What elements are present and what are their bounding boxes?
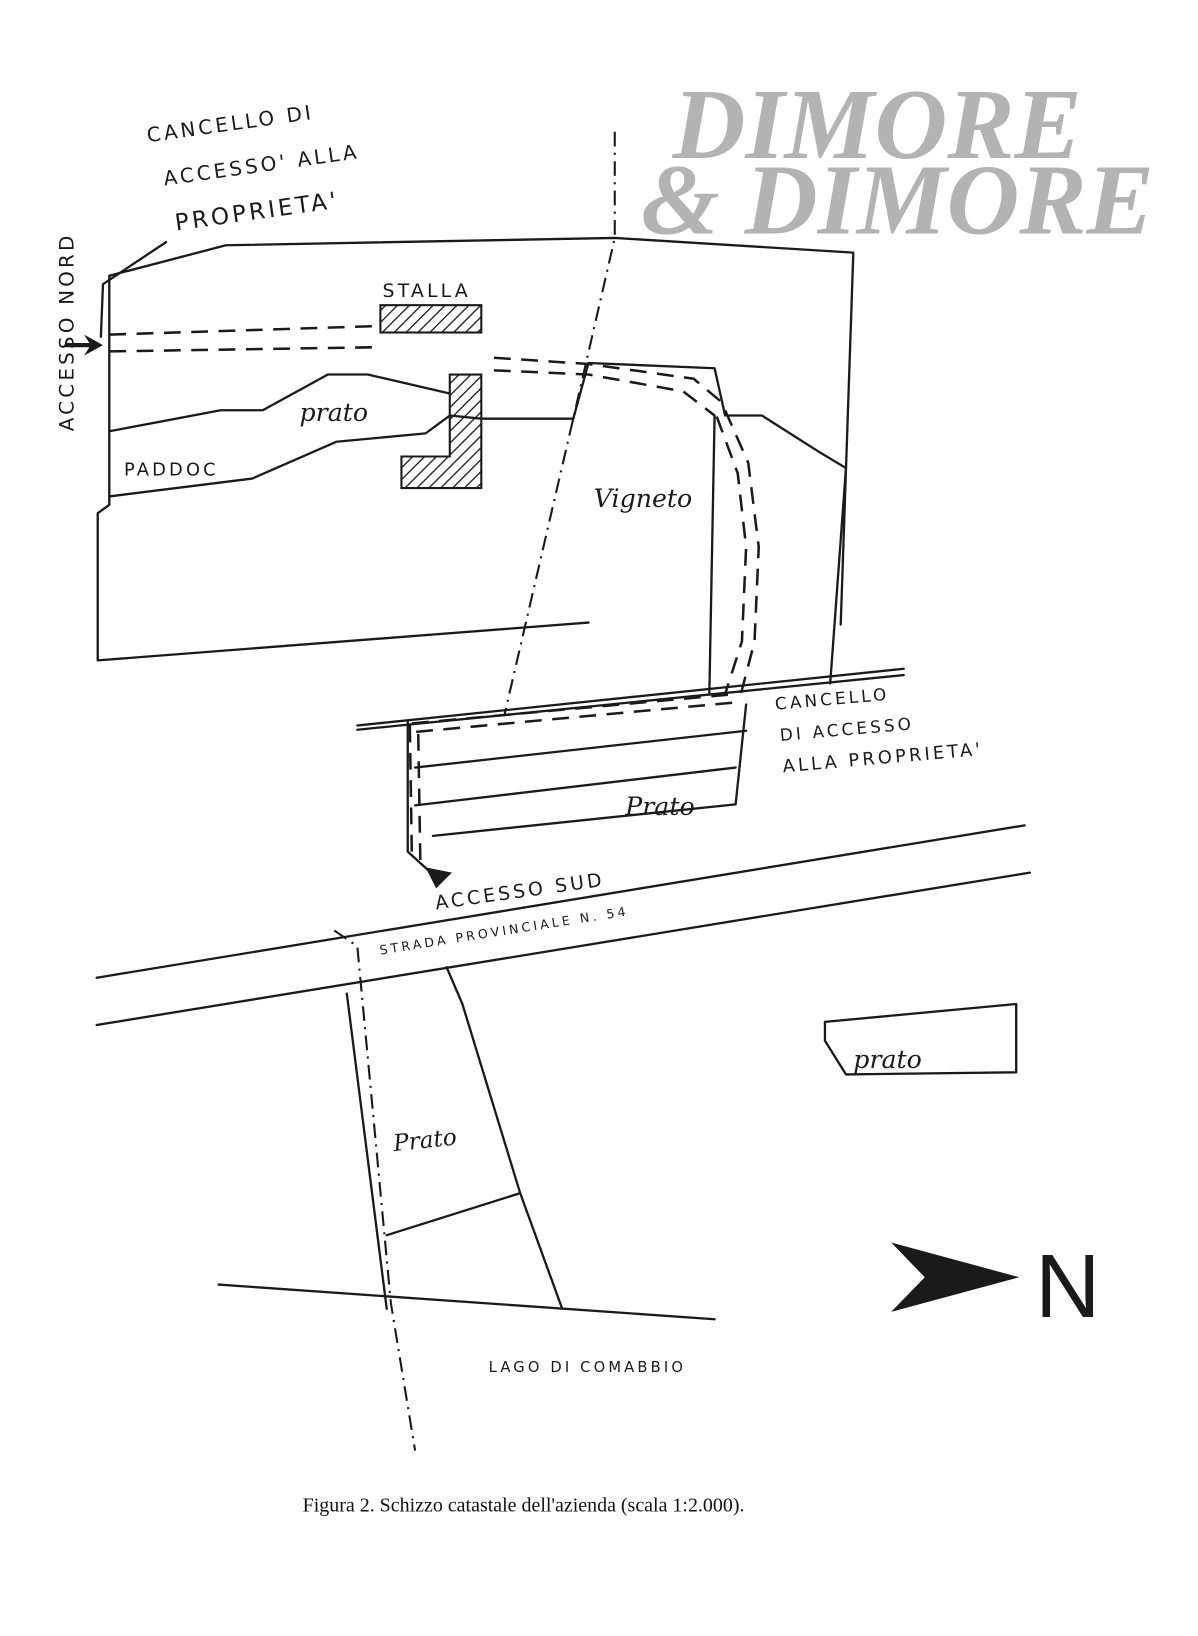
svg-text:PROPRIETA': PROPRIETA': [173, 188, 341, 237]
north-access-label: ACCESSO NORD: [55, 232, 79, 431]
figure-caption: Figura 2. Schizzo catastale dell'azienda…: [303, 1495, 745, 1517]
meadow-south-label: Prato: [391, 1125, 458, 1158]
meadow-center-label: Prato: [624, 792, 694, 821]
north-parcel-boundary: [96, 236, 855, 662]
stable-label: STALLA: [383, 280, 471, 302]
south-access-arrow: [425, 867, 452, 889]
watermark-line-2: & DIMORE: [641, 144, 1154, 256]
center-parcel: [406, 703, 748, 874]
property-line: [503, 131, 616, 716]
north-gate-label: CANCELLO DI ACCESSO' ALLA PROPRIETA': [145, 100, 361, 237]
svg-text:CANCELLO: CANCELLO: [774, 684, 890, 714]
north-gate-pointer: [99, 240, 168, 338]
svg-text:ALLA PROPRIETA': ALLA PROPRIETA': [782, 739, 984, 777]
svg-text:ACCESSO' ALLA: ACCESSO' ALLA: [162, 139, 361, 190]
provincial-road-north-edge: [95, 824, 1026, 979]
property-line-south: [333, 929, 417, 1451]
paddock-label: PADDOC: [124, 459, 219, 480]
south-gate-label: CANCELLO DI ACCESSO ALLA PROPRIETA': [774, 684, 984, 778]
meadow-boundary: [108, 373, 574, 498]
south-parcel: [345, 966, 564, 1310]
meadow-north-label: prato: [300, 398, 369, 427]
svg-text:CANCELLO DI: CANCELLO DI: [145, 100, 315, 147]
svg-text:DI ACCESSO: DI ACCESSO: [779, 713, 915, 745]
north-access-track: [109, 324, 726, 417]
barn-building: [400, 373, 483, 490]
east-meadow-boundary: [823, 1002, 1018, 1076]
stable-building: [379, 304, 483, 334]
meadow-east-label: prato: [853, 1045, 922, 1074]
north-arrow-label: N: [1035, 1236, 1100, 1337]
north-arrow-icon: [891, 1242, 1020, 1312]
lake-label: LAGO DI COMABBIO: [489, 1359, 686, 1376]
lake-shore: [217, 1283, 716, 1321]
vineyard-track: [715, 409, 760, 695]
provincial-road-south-edge: [95, 871, 1032, 1027]
vineyard-boundary: [571, 361, 848, 696]
north-access-arrow: [65, 334, 103, 356]
vineyard-label: Vigneto: [594, 484, 692, 513]
watermark-line-1: DIMORE: [672, 68, 1082, 180]
